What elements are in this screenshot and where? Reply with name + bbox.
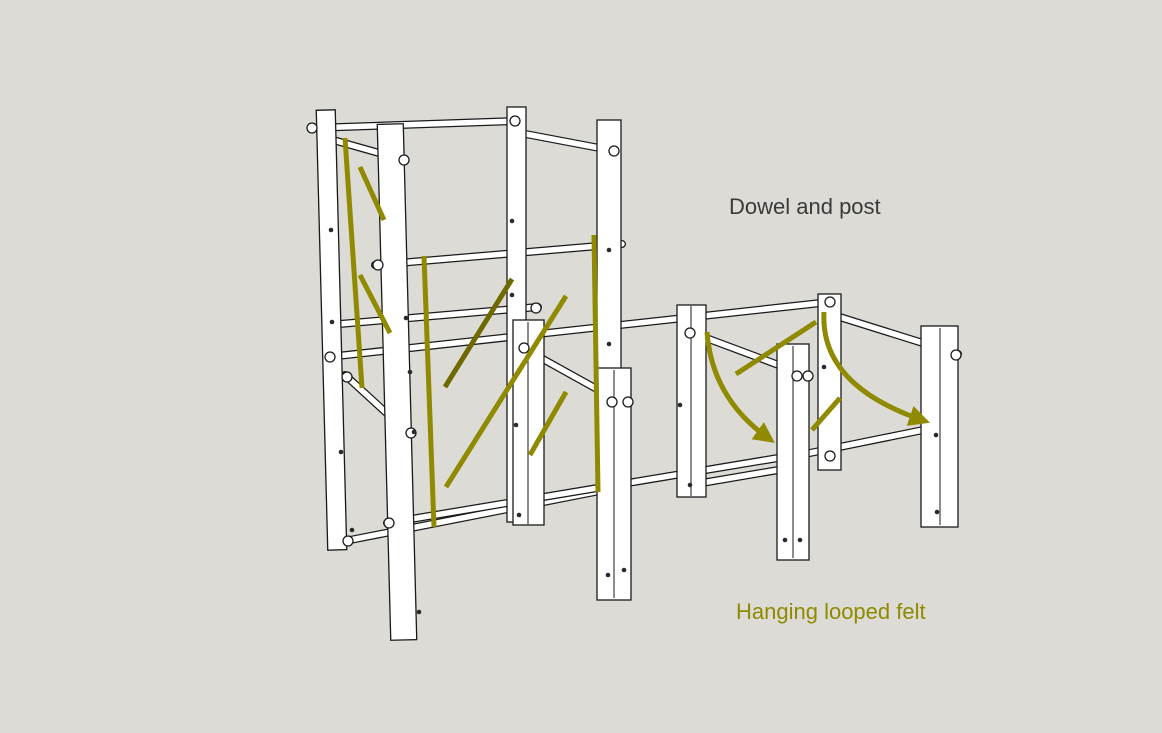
felt-strip [342,137,365,389]
felt-strip [734,319,818,377]
felt-strip [357,273,393,335]
bolt-holes [328,218,940,615]
peg [606,396,618,408]
felt-label: Hanging looped felt [736,599,926,624]
hole [328,227,334,233]
dowel-bottom-front-fill [384,453,793,526]
peg [398,154,410,166]
peg [372,259,384,271]
hole [821,364,827,370]
dowel-top-side-fill [512,129,613,153]
peg [383,517,395,529]
felt-strip [442,277,515,389]
post-back-left [315,109,348,551]
dowel-pegs [306,115,962,547]
peg [509,115,521,127]
dowel-bottom-left-fill [342,485,618,544]
hole [509,292,515,298]
hole [606,247,612,253]
hole [621,567,627,573]
curved-arrow-icon [704,331,775,443]
post-seams [527,306,941,598]
peg [824,296,836,308]
post-front-left [376,123,418,641]
hole [677,402,683,408]
peg [684,327,696,339]
hole [797,537,803,543]
structure-label: Dowel and post [729,194,881,219]
felt-strip [810,396,842,432]
hole [605,572,611,578]
posts [315,106,959,641]
peg [530,302,542,314]
hole [933,432,939,438]
hole [416,609,422,615]
dowel-top-back-fill [309,118,518,131]
hole [329,319,335,325]
hole [516,512,522,518]
dowel-middle-front-fill [372,241,625,268]
dowel-right-back-lower-fill [687,465,793,488]
felt-strip [443,294,569,489]
hole [513,422,519,428]
felt-strip [421,255,437,528]
peg [802,370,814,382]
hole [782,537,788,543]
peg [324,351,336,363]
peg [341,371,353,383]
hole [509,218,515,224]
dowel-middle-back-fill [325,304,541,328]
felt-strip [357,165,387,222]
felt-strip [527,390,569,457]
hole [411,429,417,435]
peg [622,396,634,408]
curved-arrow-icon [821,311,930,426]
hole [934,509,940,515]
felt-strip [591,234,601,493]
peg [306,122,318,134]
hole [349,527,355,533]
hole [338,449,344,455]
peg [824,450,836,462]
peg [342,535,354,547]
peg [791,370,803,382]
dowel-long-back-fill [325,299,833,360]
hole [606,341,612,347]
hole [687,482,693,488]
hanging-felt-strokes [342,137,930,528]
peg [950,349,962,361]
peg [518,342,530,354]
hole [403,315,409,321]
hole [407,369,413,375]
peg [608,145,620,157]
post-front-right-upper [596,119,622,376]
